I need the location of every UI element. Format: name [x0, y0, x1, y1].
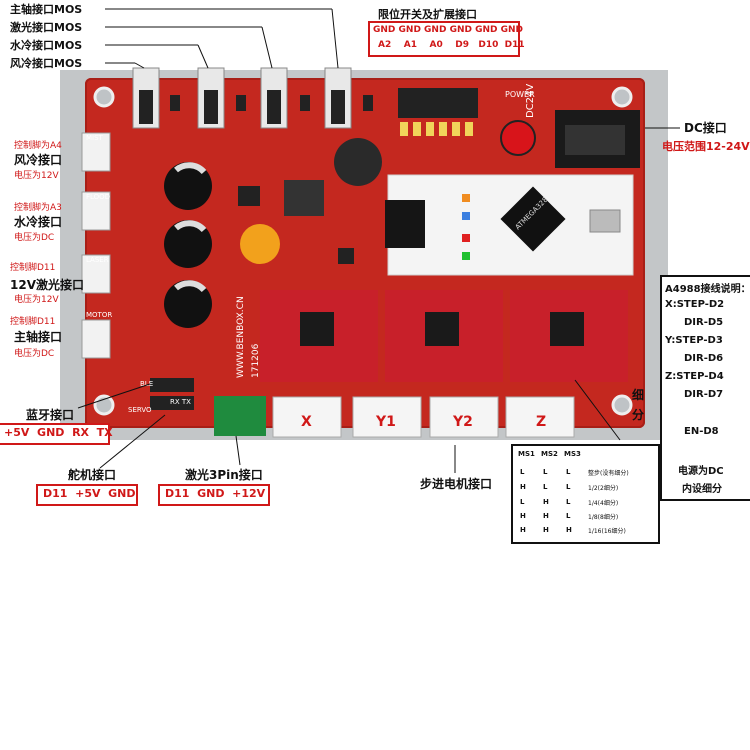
microstep-label-b: 分 — [632, 408, 645, 422]
water-name: 水冷接口 — [14, 215, 63, 229]
laser3pin-pin-box: D11 GND +12V — [158, 484, 270, 506]
ms-header-3: MS3 — [564, 450, 581, 458]
a4988-line-4: Z:STEP-D4 — [665, 371, 724, 382]
board-power: POWER — [505, 90, 535, 99]
label-water-mos: 水冷接口MOS — [10, 39, 83, 52]
ms-r4-c0: H — [520, 526, 526, 534]
spindle-voltage: 电压为DC — [14, 349, 55, 359]
laser-pin: 控制脚D11 — [10, 263, 56, 273]
stepper-port-z: Z — [536, 414, 546, 430]
bluetooth-title: 蓝牙接口 — [26, 408, 75, 422]
board-dc24v: DC24V — [525, 84, 536, 118]
a4988-line-0: X:STEP-D2 — [665, 299, 725, 310]
spindle-name: 主轴接口 — [14, 330, 63, 344]
laser3pin-pins: D11 GND +12V — [165, 487, 266, 500]
ms-r2-c2: L — [566, 498, 571, 506]
ms-r1-c0: H — [520, 483, 526, 491]
ms-r0-c3: 整步(没有细分) — [588, 470, 629, 477]
a4988-line-2: Y:STEP-D3 — [665, 335, 723, 346]
air-pin: 控制脚为A4 — [14, 141, 62, 151]
ms-r0-c1: L — [543, 468, 548, 476]
a4988-line-1: DIR-D5 — [684, 317, 724, 328]
board-site: WWW.BENBOX.CN — [236, 296, 246, 378]
a4988-line-5: DIR-D7 — [684, 389, 724, 400]
limit-title: 限位开关及扩展接口 — [378, 8, 477, 21]
limit-gnd-row: GND GND GND GND GND GND — [373, 25, 524, 35]
a4988-line-6: EN-D8 — [684, 426, 719, 437]
air-name: 风冷接口 — [14, 153, 63, 167]
a4988-line-3: DIR-D6 — [684, 353, 724, 364]
laser-voltage: 电压为12V — [14, 295, 59, 305]
ms-r4-c2: H — [566, 526, 572, 534]
label-spindle-mos: 主轴接口MOS — [10, 3, 83, 16]
servo-title: 舵机接口 — [68, 468, 117, 482]
bluetooth-pins: +5V GND RX TX — [4, 426, 113, 439]
ms-r4-c1: H — [543, 526, 549, 534]
limit-pin-box: GND GND GND GND GND GND A2 A1 A0 D9 D10 … — [368, 21, 525, 57]
ms-r1-c3: 1/2(2细分) — [588, 485, 619, 492]
board-rxtx: RX TX — [170, 398, 191, 406]
dc-title: DC接口 — [684, 121, 727, 135]
a4988-line-7: 电源为DC — [678, 466, 724, 477]
board-ble: BLE — [140, 380, 153, 388]
ms-r1-c1: L — [543, 483, 548, 491]
ms-r3-c0: H — [520, 512, 526, 520]
microstep-table: MS1 MS2 MS3 L L L 整步(没有细分) H L L 1/2(2细分… — [511, 444, 660, 544]
a4988-box: A4988接线说明： X:STEP-D2 DIR-D5 Y:STEP-D3 DI… — [660, 275, 750, 501]
label-laser-mos: 激光接口MOS — [10, 21, 83, 34]
laser3pin-title: 激光3Pin接口 — [185, 468, 263, 482]
stepper-port-x: X — [301, 414, 312, 430]
label-air-mos: 风冷接口MOS — [10, 57, 83, 70]
stepper-port-y2: Y2 — [452, 414, 473, 430]
servo-pins: D11 +5V GND — [43, 487, 136, 500]
ms-r2-c0: L — [520, 498, 525, 506]
board-servo: SERVO — [128, 406, 152, 414]
dc-range: 电压范围12-24V — [662, 140, 750, 153]
board-port-mist: MIST — [86, 134, 104, 142]
a4988-title: A4988接线说明： — [665, 284, 750, 295]
board-port-flood: FLOOD — [86, 193, 110, 201]
water-pin: 控制脚为A3 — [14, 203, 62, 213]
air-voltage: 电压为12V — [14, 171, 59, 181]
ms-r1-c2: L — [566, 483, 571, 491]
stepper-title: 步进电机接口 — [420, 477, 493, 491]
ms-r2-c3: 1/4(4细分) — [588, 500, 619, 507]
bluetooth-pin-box: +5V GND RX TX — [0, 423, 113, 445]
ms-r0-c0: L — [520, 468, 525, 476]
ms-r4-c3: 1/16(16细分) — [588, 528, 626, 535]
stepper-port-y1: Y1 — [375, 414, 396, 430]
limit-pin-row: A2 A1 A0 D9 D10 D11 — [378, 40, 525, 50]
ms-r3-c1: H — [543, 512, 549, 520]
laser-name: 12V激光接口 — [10, 278, 84, 292]
board-port-motor: MOTOR — [86, 311, 112, 319]
microstep-label-a: 细 — [632, 388, 645, 402]
ms-r3-c3: 1/8(8细分) — [588, 514, 619, 521]
a4988-line-8: 内设细分 — [682, 484, 722, 495]
ms-r3-c2: L — [566, 512, 571, 520]
servo-pin-box: D11 +5V GND — [36, 484, 138, 506]
board-port-laser: LASER — [86, 256, 109, 264]
ms-r0-c2: L — [566, 468, 571, 476]
ms-header-1: MS1 — [518, 450, 535, 458]
ms-header-2: MS2 — [541, 450, 558, 458]
ms-r2-c1: H — [543, 498, 549, 506]
water-voltage: 电压为DC — [14, 233, 55, 243]
spindle-pin: 控制脚D11 — [10, 317, 56, 327]
board-date: 171206 — [251, 343, 261, 378]
